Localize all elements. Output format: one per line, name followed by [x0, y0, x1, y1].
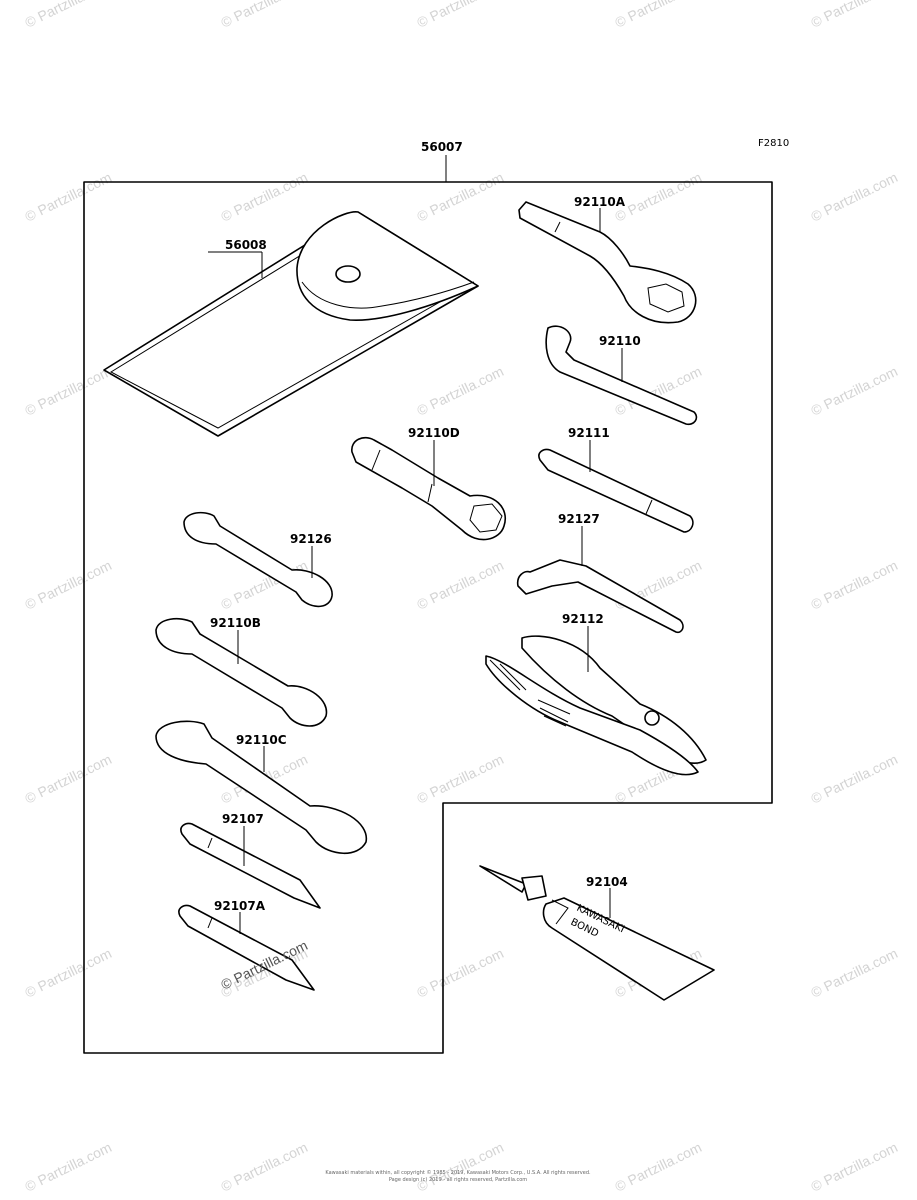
watermark: © Partzilla.com — [414, 363, 506, 419]
watermark: © Partzilla.com — [808, 0, 900, 31]
watermark: © Partzilla.com — [218, 1139, 310, 1195]
label-screwdriver-bit[interactable]: 92107A — [214, 899, 266, 913]
watermark: © Partzilla.com — [808, 557, 900, 613]
watermark: © Partzilla.com — [414, 0, 506, 31]
watermark: © Partzilla.com — [808, 751, 900, 807]
watermark: © Partzilla.com — [22, 557, 114, 613]
watermark: © Partzilla.com — [414, 169, 506, 225]
watermark: © Partzilla.com — [218, 169, 310, 225]
label-hex-wrench[interactable]: 92127 — [558, 512, 600, 526]
plug-wrench — [351, 436, 507, 541]
watermark: © Partzilla.com — [22, 751, 114, 807]
watermark: © Partzilla.com — [808, 1139, 900, 1195]
handle-bar — [538, 448, 694, 533]
watermark: © Partzilla.com — [414, 945, 506, 1001]
watermark: © Partzilla.com — [22, 0, 114, 31]
label-hook-spanner[interactable]: 92110 — [599, 334, 641, 348]
screwdriver-handle — [180, 822, 321, 909]
wrench-large — [155, 720, 367, 854]
label-kit[interactable]: 56007 — [421, 140, 463, 154]
watermark: © Partzilla.com — [218, 0, 310, 31]
tool-case — [103, 211, 479, 437]
wrench-medium — [155, 617, 328, 727]
watermark: © Partzilla.com — [414, 751, 506, 807]
watermark: © Partzilla.com — [414, 1139, 506, 1195]
kit-border — [83, 181, 773, 1054]
label-case[interactable]: 56008 — [225, 238, 267, 252]
watermark: © Partzilla.com — [22, 363, 114, 419]
ring-spanner — [518, 201, 697, 324]
label-screwdriver-handle[interactable]: 92107 — [222, 812, 264, 826]
hex-wrench — [516, 559, 684, 634]
diagram-code: F2810 — [758, 138, 789, 149]
pliers — [485, 635, 707, 776]
label-wrench-small[interactable]: 92126 — [290, 532, 332, 546]
watermark: © Partzilla.com — [22, 1139, 114, 1195]
label-ring-spanner[interactable]: 92110A — [574, 195, 626, 209]
hook-spanner — [545, 325, 698, 426]
watermark: © Partzilla.com — [414, 557, 506, 613]
watermark: © Partzilla.com — [612, 0, 704, 31]
watermark-layer: © Partzilla.com © Partzilla.com © Partzill… — [22, 0, 900, 1195]
watermark: © Partzilla.com — [22, 945, 114, 1001]
footer-copyright: Kawasaki materials within, all copyright… — [325, 1169, 591, 1176]
screwdriver-bit — [178, 904, 315, 991]
watermark: © Partzilla.com — [808, 363, 900, 419]
wrench-small — [183, 511, 333, 608]
footer-page-design: Page design (c) 2019 - all rights reserv… — [389, 1177, 527, 1183]
watermark: © Partzilla.com — [808, 945, 900, 1001]
watermark: © Partzilla.com — [22, 169, 114, 225]
label-wrench-medium[interactable]: 92110B — [210, 616, 261, 630]
label-wrench-large[interactable]: 92110C — [236, 733, 287, 747]
label-bond[interactable]: 92104 — [586, 875, 628, 889]
watermark: © Partzilla.com — [808, 169, 900, 225]
label-handle-bar[interactable]: 92111 — [568, 426, 610, 440]
watermark: © Partzilla.com — [612, 169, 704, 225]
label-plug-wrench[interactable]: 92110D — [408, 426, 460, 440]
watermark: © Partzilla.com — [612, 1139, 704, 1195]
label-pliers[interactable]: 92112 — [562, 612, 604, 626]
